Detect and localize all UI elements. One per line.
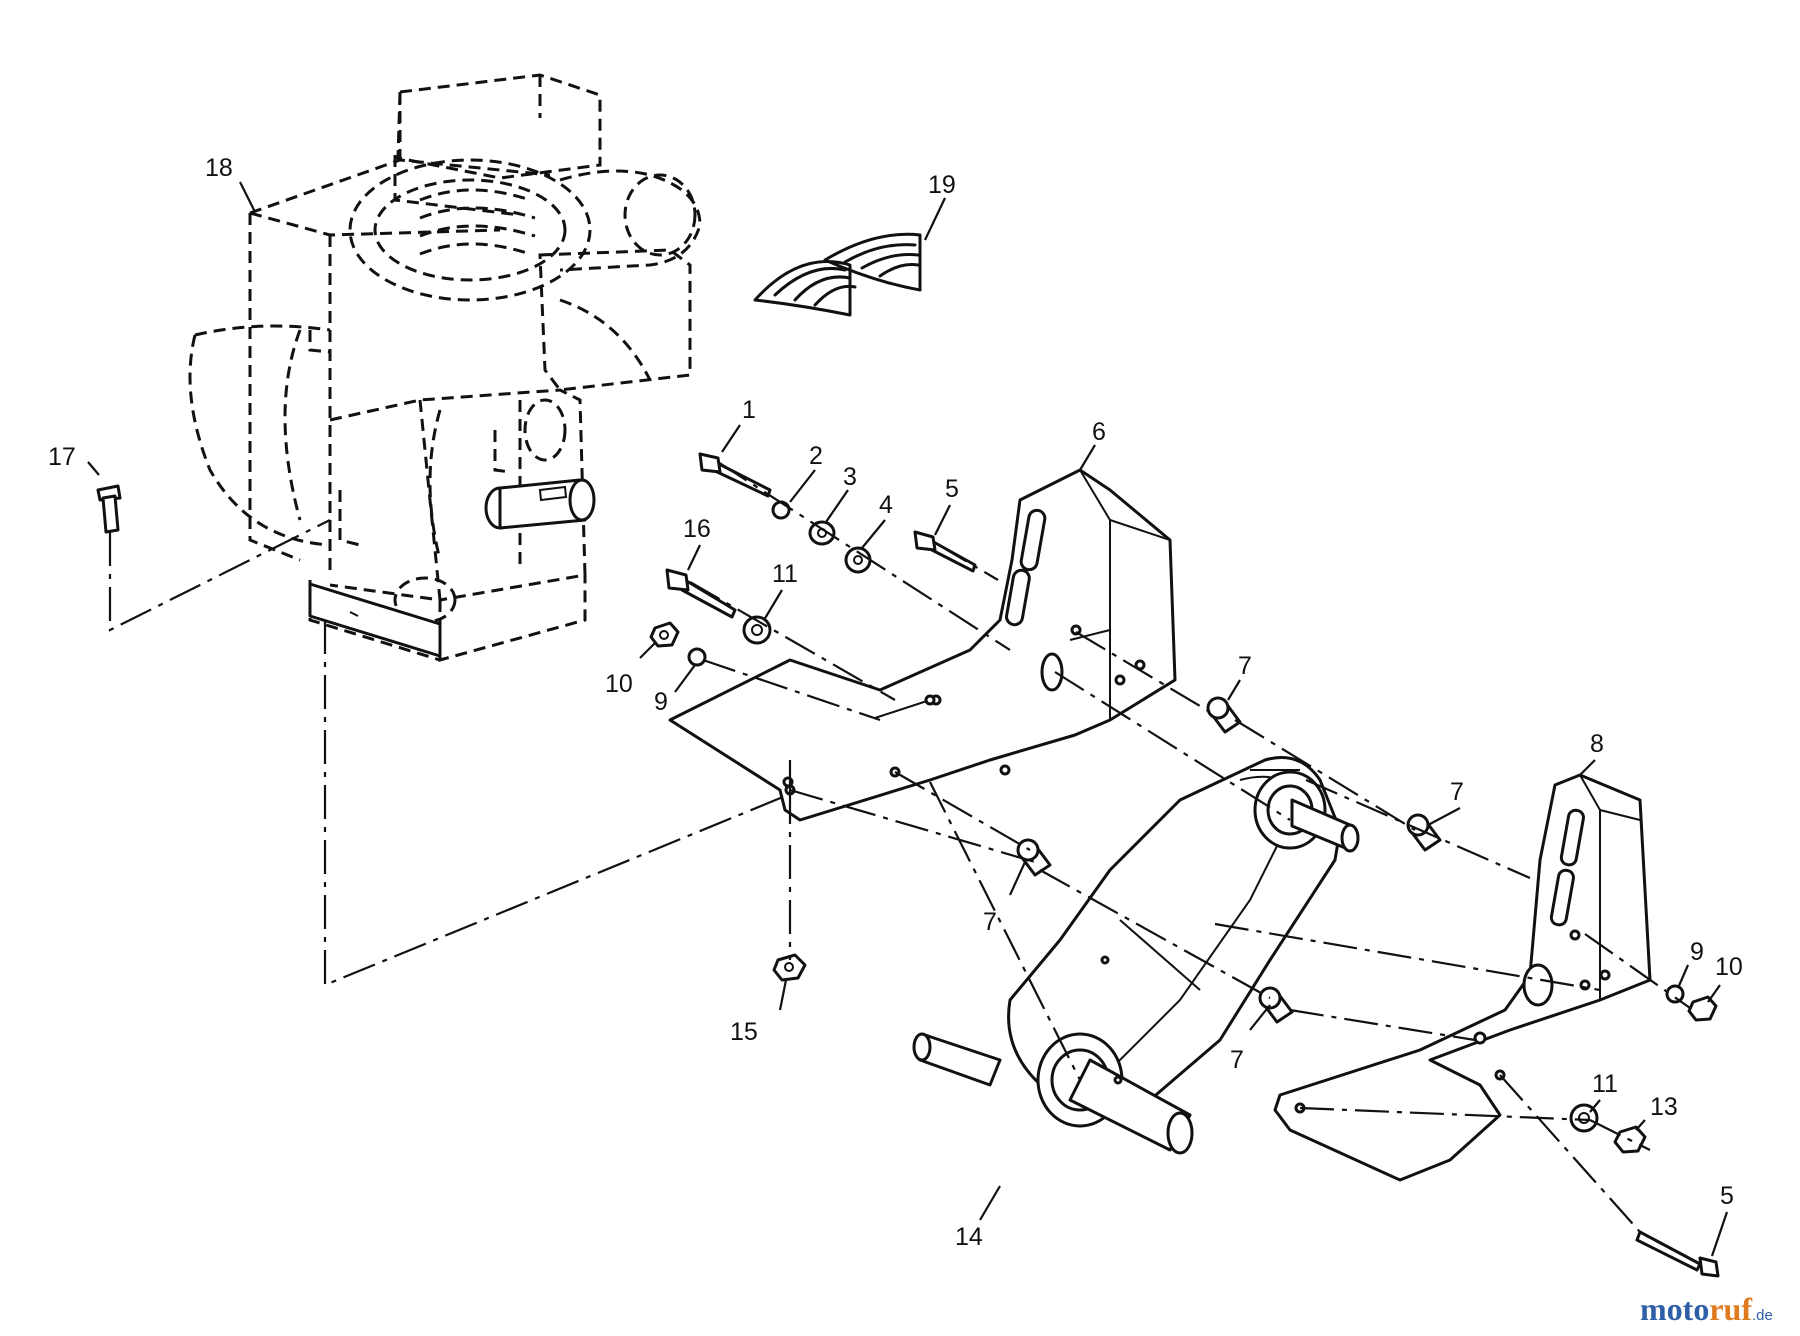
chaincase-14: [912, 756, 1360, 1155]
callout-10-left: 10: [605, 670, 633, 698]
callout-labels: 1 2 3 4 5 6 16 11 10 9 7 7 7 7 8 9 10 11…: [48, 154, 1743, 1251]
callout-2: 2: [809, 442, 823, 470]
callout-7-left: 7: [983, 908, 997, 936]
hardware: [96, 452, 1720, 1278]
callout-7-right: 7: [1450, 778, 1464, 806]
callout-7-top: 7: [1238, 652, 1252, 680]
callout-17: 17: [48, 443, 76, 471]
callout-5-upper: 5: [945, 475, 959, 503]
callout-9-left: 9: [654, 688, 668, 716]
callout-15: 15: [730, 1018, 758, 1046]
watermark-part1: moto: [1640, 1291, 1709, 1327]
callout-6: 6: [1092, 418, 1106, 446]
callout-13: 13: [1650, 1093, 1678, 1121]
svg-text:motoruf.de: motoruf.de: [1640, 1291, 1773, 1327]
callout-19: 19: [928, 171, 956, 199]
assembly-center-lines: [108, 461, 1691, 1233]
callout-10-right: 10: [1715, 953, 1743, 981]
callout-4: 4: [879, 491, 893, 519]
callout-leaders: [87, 181, 1729, 1257]
callout-11-right: 11: [1592, 1070, 1618, 1098]
callout-14: 14: [955, 1223, 983, 1251]
callout-3: 3: [843, 463, 857, 491]
callout-18: 18: [205, 154, 233, 182]
callout-1: 1: [742, 396, 756, 424]
left-bracket-6: [668, 468, 1177, 822]
watermark-part2: ruf: [1709, 1291, 1752, 1327]
shield-19: [753, 232, 922, 317]
watermark-suffix: .de: [1752, 1307, 1773, 1324]
engine-outline: [188, 73, 702, 662]
callout-16: 16: [683, 515, 711, 543]
callout-7-bottom: 7: [1230, 1046, 1244, 1074]
callout-5-lower: 5: [1720, 1182, 1734, 1210]
callout-9-right: 9: [1690, 938, 1704, 966]
callout-8: 8: [1590, 730, 1604, 758]
watermark-logo: motoruf.de: [1640, 1291, 1773, 1327]
callout-11-left: 11: [772, 560, 798, 588]
